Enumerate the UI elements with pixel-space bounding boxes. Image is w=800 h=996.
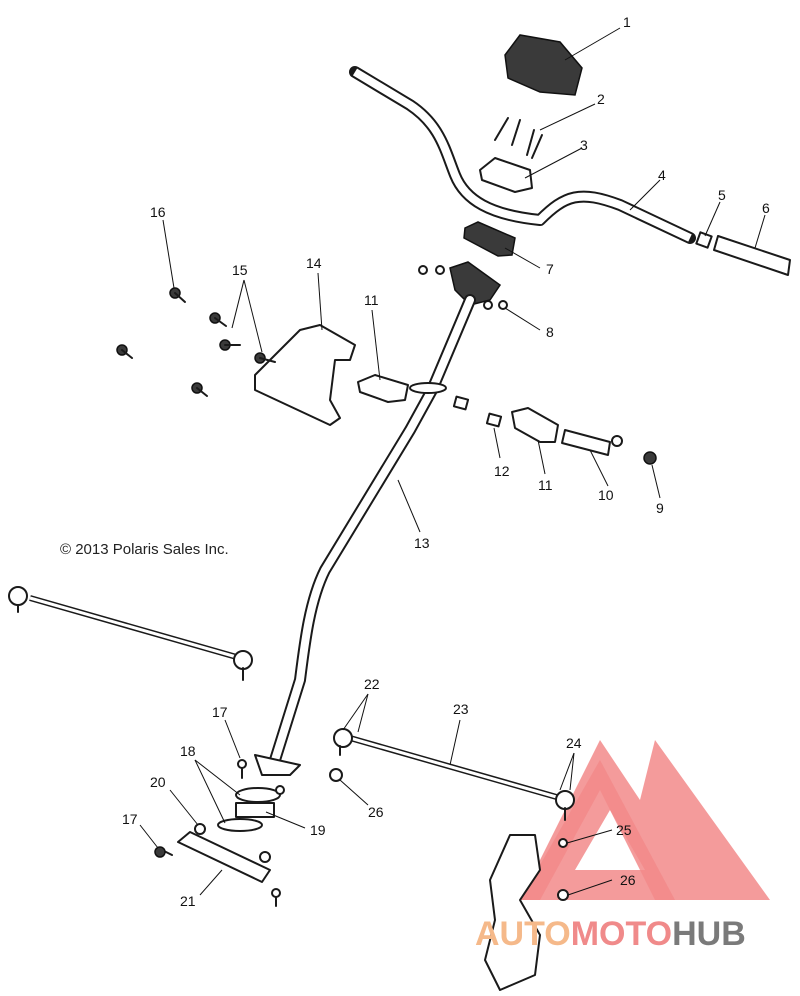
callout-11-left: 11 (364, 292, 379, 308)
callout-labels: 1 2 3 4 5 6 7 8 9 10 11 11 12 13 14 15 1… (122, 14, 770, 909)
retainer-plate-part (561, 429, 611, 456)
steering-knuckle-part (484, 834, 541, 991)
callout-5: 5 (718, 187, 726, 203)
tie-rod-right-part (333, 728, 575, 821)
callout-21: 21 (180, 893, 196, 909)
knuckle-nut-part (557, 889, 569, 901)
callout-11-right: 11 (538, 477, 553, 493)
watermark-hub: HUB (672, 915, 746, 953)
steering-post-part-inner (271, 296, 474, 764)
callout-16: 16 (150, 204, 166, 220)
upper-clamp-part (479, 157, 533, 193)
bushing-part (452, 395, 470, 411)
callout-15: 15 (232, 262, 248, 278)
bearing-block-right-part (511, 407, 559, 443)
callout-1: 1 (623, 14, 631, 30)
post-base-flange-part (254, 754, 301, 776)
clamp-bolts-part (494, 117, 543, 159)
watermark-text: AUTOMOTOHUB (475, 915, 746, 953)
callout-18: 18 (180, 743, 196, 759)
callout-6: 6 (762, 200, 770, 216)
callout-26-left: 26 (368, 804, 384, 820)
copyright-text: © 2013 Polaris Sales Inc. (60, 541, 229, 558)
leader-lines (139, 27, 766, 896)
callout-23: 23 (453, 701, 469, 717)
tie-rod-nut-part (329, 768, 343, 782)
callout-4: 4 (658, 167, 666, 183)
callout-26-right: 26 (620, 872, 636, 888)
callout-25: 25 (616, 822, 632, 838)
mounting-bracket-part (254, 324, 356, 426)
callout-9: 9 (656, 500, 664, 516)
callout-17-top: 17 (212, 704, 228, 720)
callout-24: 24 (566, 735, 582, 751)
steering-post-top-part (449, 261, 502, 306)
callout-8: 8 (546, 324, 554, 340)
lower-bearing-assembly-part (154, 759, 285, 907)
bracket-bolts-part (116, 287, 276, 397)
callout-17-bottom: 17 (122, 811, 138, 827)
watermark-moto: MOTO (571, 915, 672, 953)
lower-clamp-part (463, 221, 516, 257)
callout-13: 13 (414, 535, 430, 551)
handlebar-pad-part (504, 34, 583, 96)
callout-19: 19 (310, 822, 326, 838)
watermark-auto: AUTO (475, 915, 571, 953)
callout-10: 10 (598, 487, 614, 503)
right-grip-part (713, 235, 791, 276)
callout-22: 22 (364, 676, 380, 692)
callout-12: 12 (494, 463, 510, 479)
bar-end-bushing-part (695, 231, 713, 249)
bushing-part-2 (485, 412, 503, 428)
callout-2: 2 (597, 91, 605, 107)
nut-part (643, 451, 657, 465)
callout-14: 14 (306, 255, 322, 271)
post-collar-part (409, 382, 447, 394)
callout-20: 20 (150, 774, 166, 790)
callout-3: 3 (580, 137, 588, 153)
nuts-part (418, 265, 508, 310)
plate-nut-part (611, 435, 623, 447)
bearing-block-left-part (357, 374, 409, 403)
handlebar-part-inner (352, 68, 692, 242)
tie-rod-left-part (8, 586, 253, 681)
callout-7: 7 (546, 261, 554, 277)
knuckle-washer-part (558, 838, 568, 848)
watermark-logo (520, 740, 770, 900)
